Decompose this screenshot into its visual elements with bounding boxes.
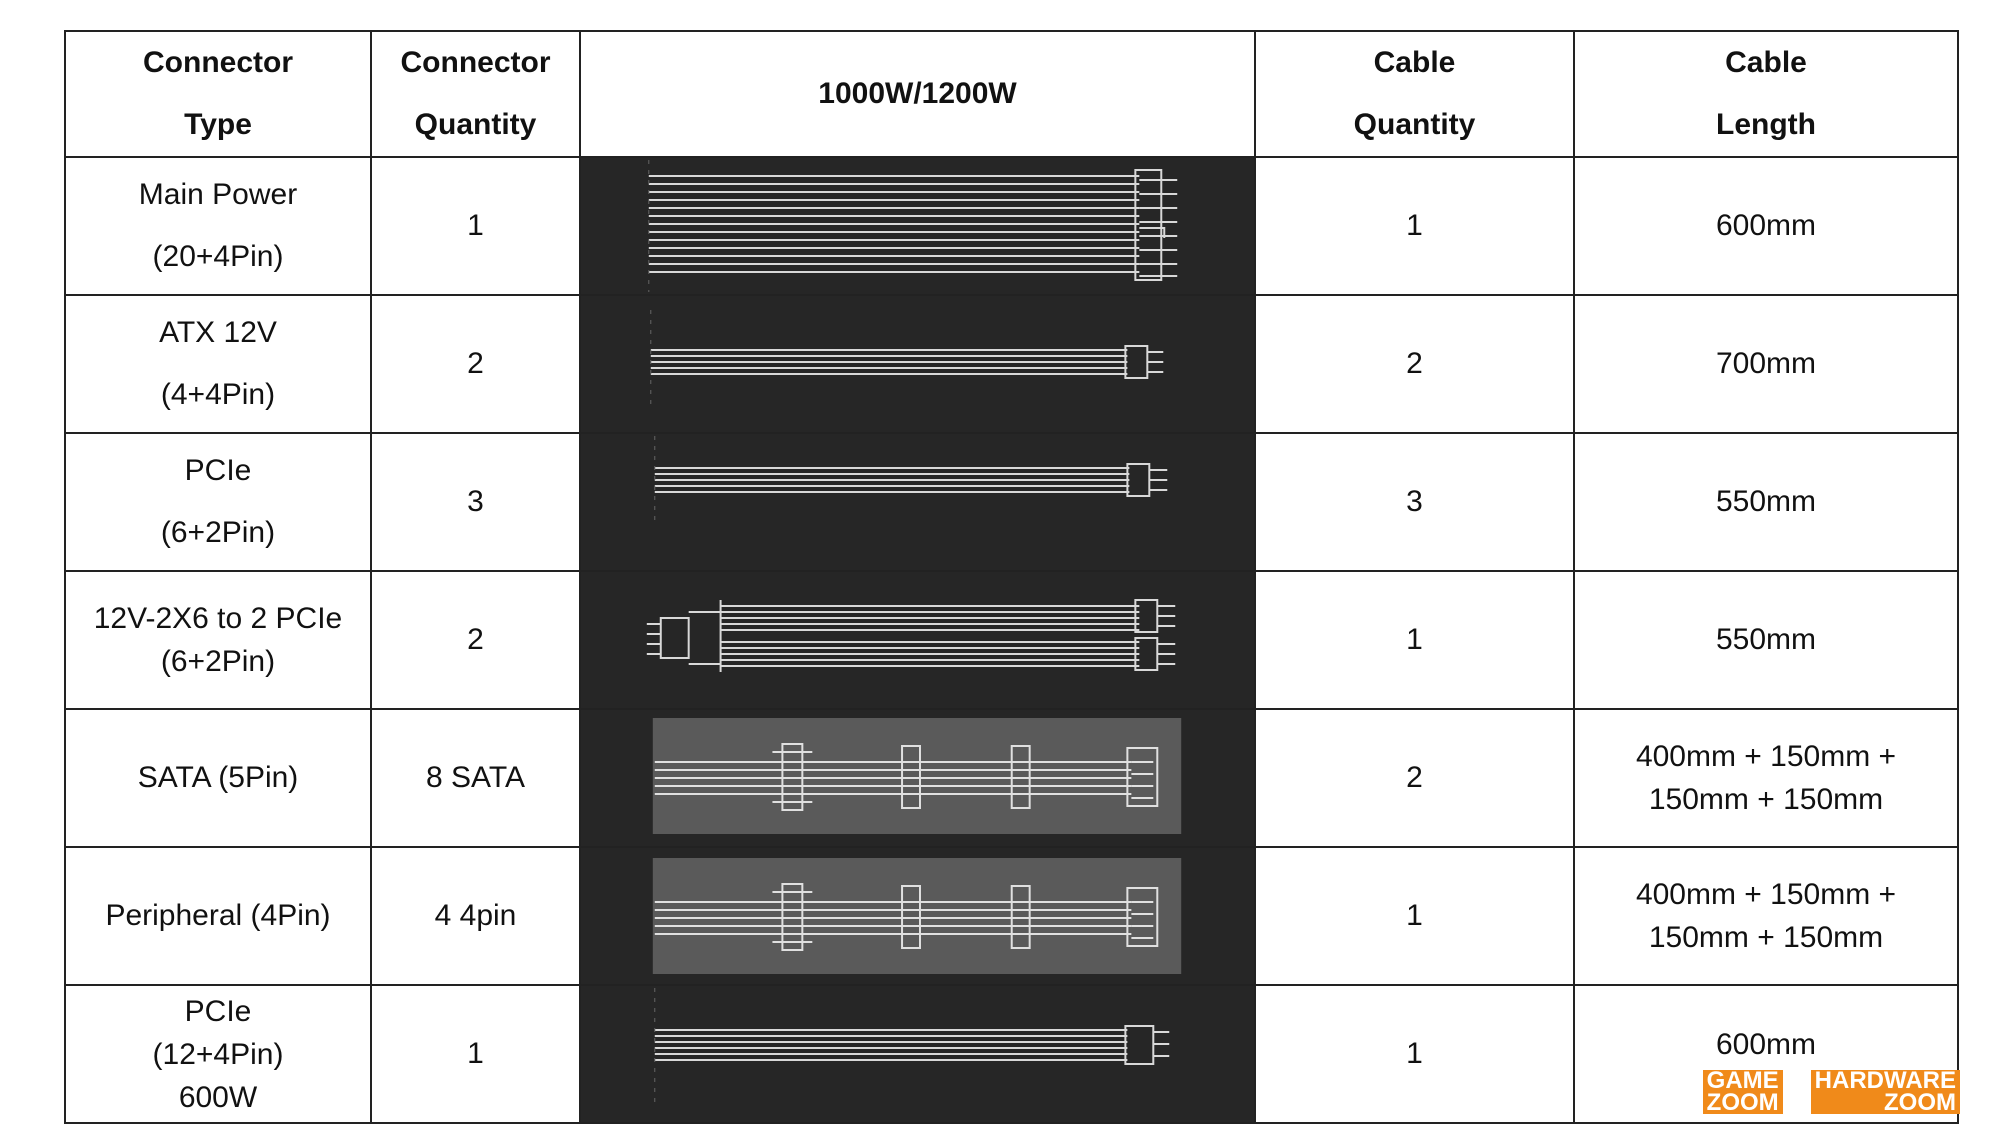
cell-connector-qty: 2 bbox=[370, 570, 581, 710]
logo-text: HARDWARE bbox=[1810, 1069, 1960, 1093]
type-line: (4+4Pin) bbox=[160, 378, 276, 411]
atx-12v-cable-icon bbox=[579, 294, 1256, 434]
header-cable-length-line1: Cable bbox=[1725, 46, 1807, 79]
type-line: 12V-2X6 to 2 PCIe bbox=[93, 602, 343, 635]
header-connector-type-line1: Connector bbox=[143, 46, 293, 79]
cell-connector-type: PCIe (12+4Pin) 600W bbox=[64, 984, 372, 1124]
cell-connector-qty: 1 bbox=[370, 984, 581, 1124]
table-row: ATX 12V (4+4Pin) 2 2 700mm bbox=[64, 294, 1959, 434]
header-connector-type-line2: Type bbox=[184, 108, 252, 141]
header-connector-type: Connector Type bbox=[64, 30, 372, 158]
table-row: Main Power (20+4Pin) 1 bbox=[64, 156, 1959, 296]
cell-connector-type: SATA (5Pin) bbox=[64, 708, 372, 848]
cell-connector-type: Peripheral (4Pin) bbox=[64, 846, 372, 986]
logo-text: ZOOM bbox=[1702, 1091, 1783, 1115]
type-line: (12+4Pin) bbox=[152, 1037, 284, 1071]
cell-cable-length: 550mm bbox=[1573, 570, 1959, 710]
table-row: SATA (5Pin) 8 SATA bbox=[64, 708, 1959, 848]
cell-connector-qty: 2 bbox=[370, 294, 581, 434]
table-row: PCIe (6+2Pin) 3 3 550mm bbox=[64, 432, 1959, 572]
hardwarezoom-logo: HARDWARE ZOOM bbox=[1810, 1069, 1960, 1115]
header-model: 1000W/1200W bbox=[579, 30, 1256, 158]
cell-cable-qty: 2 bbox=[1254, 708, 1575, 848]
cell-cable-length: 700mm bbox=[1573, 294, 1959, 434]
cell-cable-qty: 2 bbox=[1254, 294, 1575, 434]
header-connector-quantity-line1: Connector bbox=[400, 46, 551, 79]
type-line: ATX 12V bbox=[159, 316, 277, 349]
cell-connector-qty: 8 SATA bbox=[370, 708, 581, 848]
cell-cable-length: 600mm bbox=[1573, 156, 1959, 296]
12v-2x6-to-pcie-cable-icon bbox=[579, 570, 1256, 710]
cell-cable-qty: 1 bbox=[1254, 156, 1575, 296]
header-row: Connector Type Connector Quantity 1000W/… bbox=[64, 30, 1959, 158]
header-cable-quantity: Cable Quantity bbox=[1254, 30, 1575, 158]
header-cable-length-line2: Length bbox=[1716, 108, 1816, 141]
cell-cable-length: 550mm bbox=[1573, 432, 1959, 572]
length-line: 150mm + 150mm bbox=[1648, 783, 1884, 816]
cell-connector-type: 12V-2X6 to 2 PCIe (6+2Pin) bbox=[64, 570, 372, 710]
header-cable-length: Cable Length bbox=[1573, 30, 1959, 158]
peripheral-cable-icon bbox=[579, 846, 1256, 986]
cell-connector-type: PCIe (6+2Pin) bbox=[64, 432, 372, 572]
cell-cable-length: 400mm + 150mm + 150mm + 150mm bbox=[1573, 846, 1959, 986]
cell-cable-length: 400mm + 150mm + 150mm + 150mm bbox=[1573, 708, 1959, 848]
cell-cable-qty: 1 bbox=[1254, 984, 1575, 1124]
type-line: (6+2Pin) bbox=[160, 645, 276, 678]
type-line: (6+2Pin) bbox=[160, 516, 276, 549]
header-connector-quantity: Connector Quantity bbox=[370, 30, 581, 158]
length-line: 600mm bbox=[1715, 1028, 1817, 1061]
psu-cable-spec-table: Connector Type Connector Quantity 1000W/… bbox=[64, 30, 1959, 1124]
logo-text: GAME bbox=[1702, 1069, 1783, 1093]
type-line: PCIe bbox=[184, 994, 252, 1028]
cell-cable-qty: 3 bbox=[1254, 432, 1575, 572]
type-line: Main Power bbox=[138, 178, 298, 211]
type-line: 600W bbox=[178, 1080, 258, 1114]
length-line: 150mm + 150mm bbox=[1648, 921, 1884, 954]
header-connector-quantity-line2: Quantity bbox=[414, 108, 537, 141]
cell-cable-qty: 1 bbox=[1254, 846, 1575, 986]
sata-cable-icon bbox=[579, 708, 1256, 848]
gamezoom-logo: GAME ZOOM bbox=[1702, 1069, 1783, 1115]
cell-connector-qty: 1 bbox=[370, 156, 581, 296]
watermark: GAME ZOOM HARDWARE ZOOM bbox=[1702, 1069, 1960, 1115]
header-cable-quantity-line2: Quantity bbox=[1353, 108, 1476, 141]
logo-text: ZOOM bbox=[1810, 1091, 1960, 1115]
pcie-8pin-cable-icon bbox=[579, 432, 1256, 572]
cell-cable-qty: 1 bbox=[1254, 570, 1575, 710]
main-power-24pin-cable-icon bbox=[579, 156, 1256, 296]
cell-connector-type: ATX 12V (4+4Pin) bbox=[64, 294, 372, 434]
length-line: 400mm + 150mm + bbox=[1635, 878, 1897, 911]
cell-connector-type: Main Power (20+4Pin) bbox=[64, 156, 372, 296]
pcie-16pin-cable-icon bbox=[579, 984, 1256, 1124]
table-row: 12V-2X6 to 2 PCIe (6+2Pin) 2 bbox=[64, 570, 1959, 710]
header-cable-quantity-line1: Cable bbox=[1373, 46, 1456, 79]
type-line: PCIe bbox=[184, 454, 252, 487]
cell-connector-qty: 3 bbox=[370, 432, 581, 572]
length-line: 400mm + 150mm + bbox=[1635, 740, 1897, 773]
table-row: Peripheral (4Pin) 4 4pin bbox=[64, 846, 1959, 986]
type-line: (20+4Pin) bbox=[152, 240, 284, 273]
cell-connector-qty: 4 4pin bbox=[370, 846, 581, 986]
table-row: PCIe (12+4Pin) 600W 1 1 600mm bbox=[64, 984, 1959, 1124]
